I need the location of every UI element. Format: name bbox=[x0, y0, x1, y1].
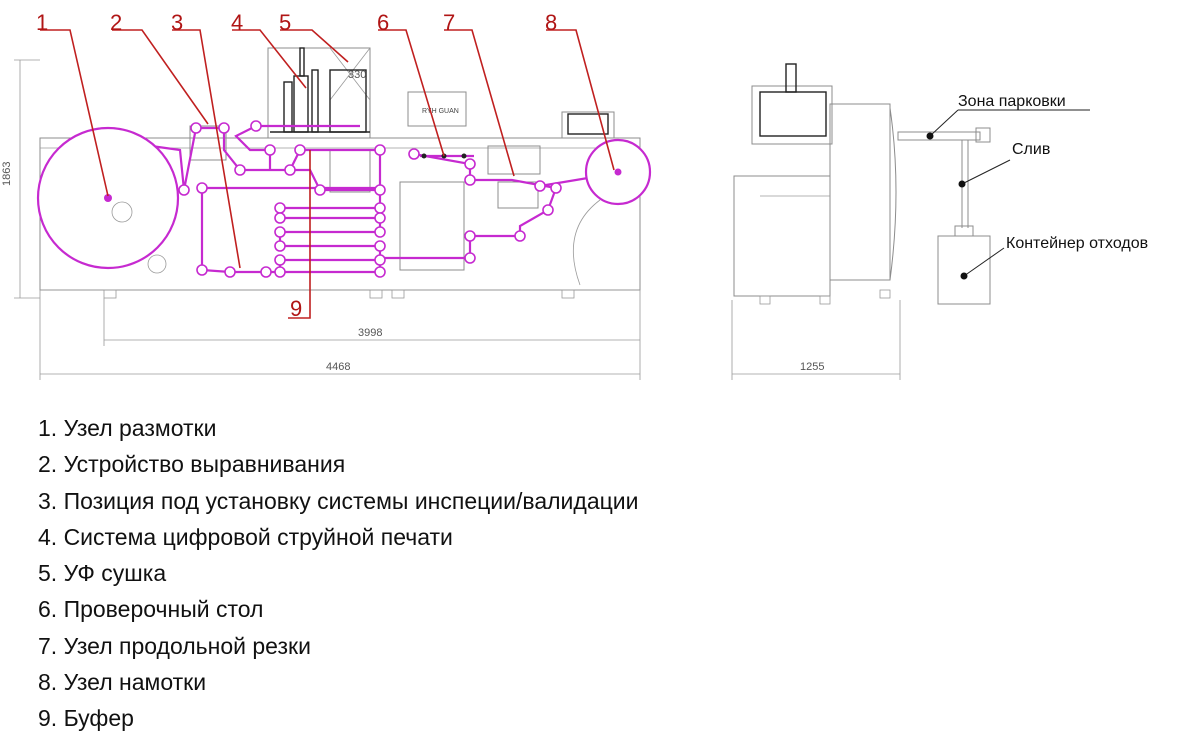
legend-item: 9. Буфер bbox=[38, 705, 134, 732]
legend-item: 1. Узел размотки bbox=[38, 415, 217, 441]
dimension-total-length: 4468 bbox=[326, 361, 350, 373]
legend-item: 2. Устройство выравнивания bbox=[38, 451, 346, 478]
machine-brand-label: RYH GUAN bbox=[422, 108, 459, 115]
control-panel bbox=[567, 113, 609, 135]
marker-2: 2 bbox=[110, 10, 122, 35]
uv-width-label: 330 bbox=[348, 69, 366, 81]
dimension-inner-length: 3998 bbox=[358, 327, 382, 339]
dimension-lines bbox=[14, 59, 901, 380]
marker-9: 9 bbox=[290, 296, 302, 321]
marker-1: 1 bbox=[36, 10, 48, 35]
dimension-side-width: 1255 bbox=[800, 361, 824, 373]
legend-list: 1. Узел размотки 2. Устройство выравнива… bbox=[38, 410, 1138, 737]
marker-7: 7 bbox=[443, 10, 455, 35]
legend-item: 8. Узел намотки bbox=[38, 669, 207, 696]
callout-parking-zone: Зона парковки bbox=[958, 93, 1066, 110]
legend-item: 4. Система цифровой струйной печати bbox=[38, 523, 453, 550]
front-view-frame bbox=[39, 47, 641, 299]
dimension-height: 1863 bbox=[1, 162, 13, 186]
legend-item: 7. Узел продольной резки bbox=[38, 632, 311, 659]
marker-6: 6 bbox=[377, 10, 389, 35]
callout-drain: Слив bbox=[1012, 141, 1050, 158]
legend-item: 5. УФ сушка bbox=[38, 560, 167, 587]
marker-5: 5 bbox=[279, 10, 291, 35]
machine-layout-diagram: 330 RYH GUAN bbox=[1, 10, 1148, 380]
legend-item: 6. Проверочный стол bbox=[38, 596, 264, 623]
side-view bbox=[733, 63, 1090, 305]
leader-lines bbox=[40, 29, 615, 319]
waste-container-icon bbox=[937, 235, 991, 305]
inkjet-print-unit: 330 bbox=[270, 47, 370, 133]
web-path bbox=[36, 120, 652, 278]
marker-8: 8 bbox=[545, 10, 557, 35]
legend-item: 3. Позиция под установку системы инспеци… bbox=[38, 487, 639, 514]
marker-3: 3 bbox=[171, 10, 183, 35]
callout-waste-container: Контейнер отходов bbox=[1006, 235, 1148, 252]
marker-4: 4 bbox=[231, 10, 243, 35]
